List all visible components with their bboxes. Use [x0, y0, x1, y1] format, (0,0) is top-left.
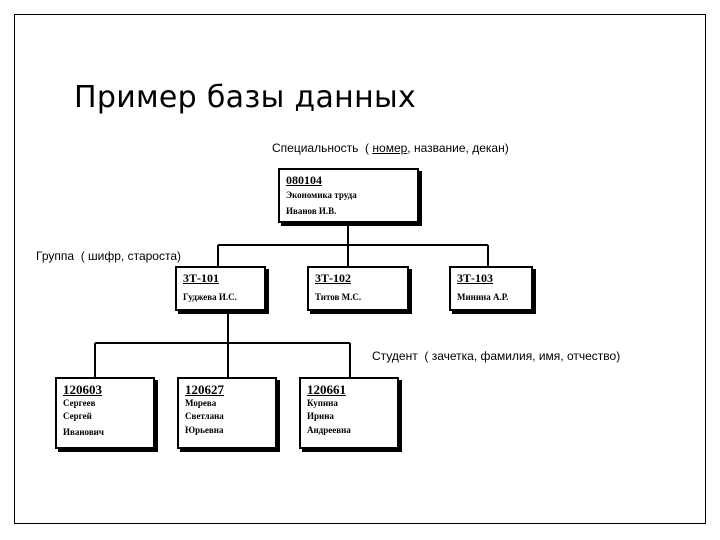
student-patronymic: Андреевна: [307, 425, 351, 435]
group-label: Группа ( шифр, староста): [36, 249, 181, 263]
student-code: 120603: [63, 382, 102, 397]
group-head: Гуджева И.С.: [183, 292, 237, 302]
student-box-1: 120603 Сергеев Сергей Иванович: [55, 377, 155, 449]
group-code: 3Т-103: [457, 271, 493, 285]
student-patronymic: Юрьевна: [185, 425, 224, 435]
specialty-label: Специальность ( номер, название, декан): [272, 141, 509, 155]
group-box-3: 3Т-103 Минина А.Р.: [449, 266, 533, 311]
group-head: Титов М.С.: [315, 292, 362, 302]
student-box-2: 120627 Морева Светлана Юрьевна: [177, 377, 277, 449]
page-title: Пример базы данных: [74, 80, 417, 115]
student-name: Светлана: [185, 411, 224, 421]
specialty-code: 080104: [286, 173, 322, 187]
group-code: 3Т-101: [183, 271, 219, 285]
student-surname: Морева: [185, 398, 217, 408]
specialty-label-prefix: Специальность (: [272, 141, 373, 155]
student-box-3: 120661 Купина Ирина Андреевна: [299, 377, 399, 449]
student-label: Студент ( зачетка, фамилия, имя, отчеств…: [372, 349, 621, 363]
specialty-name: Экономика труда: [286, 190, 357, 200]
specialty-label-key: номер: [372, 141, 408, 155]
group-box-2: 3Т-102 Титов М.С.: [307, 266, 409, 311]
student-surname: Купина: [307, 398, 338, 408]
specialty-label-suffix: , название, декан): [407, 141, 509, 155]
group-head: Минина А.Р.: [457, 292, 509, 302]
student-name: Ирина: [307, 411, 334, 421]
specialty-box: 080104 Экономика труда Иванов И.В.: [278, 168, 419, 223]
student-surname: Сергеев: [63, 398, 96, 408]
group-box-1: 3Т-101 Гуджева И.С.: [175, 266, 266, 311]
group-code: 3Т-102: [315, 271, 351, 285]
student-code: 120661: [307, 382, 346, 397]
student-code: 120627: [185, 382, 224, 397]
specialty-dean: Иванов И.В.: [286, 206, 337, 216]
student-name: Сергей: [63, 411, 92, 421]
student-patronymic: Иванович: [63, 427, 104, 437]
